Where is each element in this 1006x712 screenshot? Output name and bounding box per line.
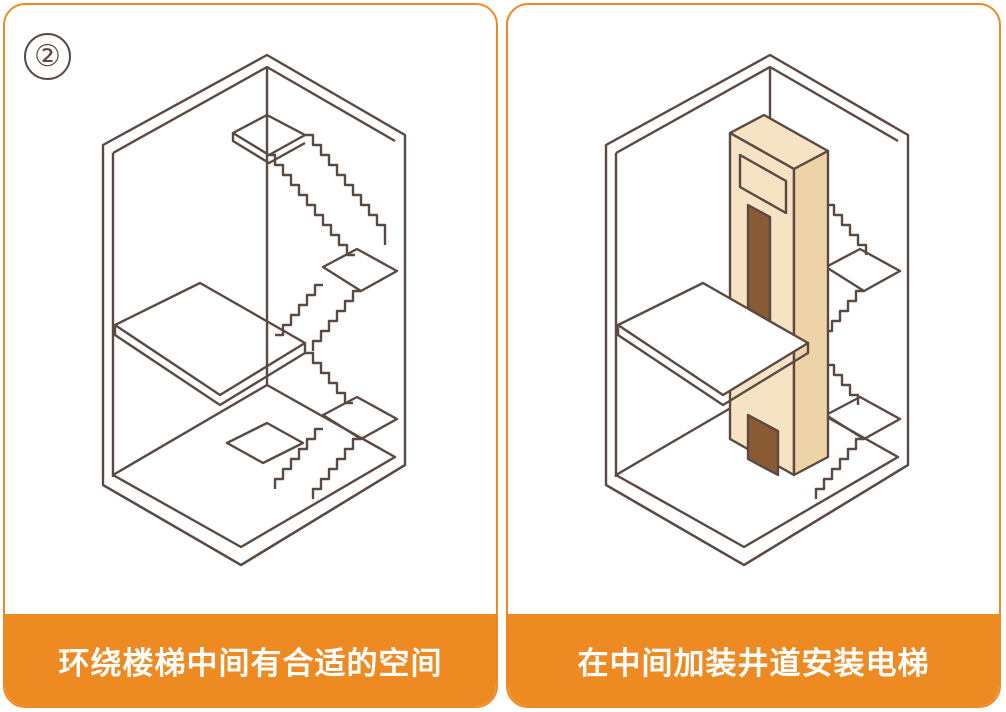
building-frame	[101, 53, 407, 567]
frame-inner-top	[112, 65, 396, 155]
top-landing-edge	[231, 133, 306, 165]
elevator-shaft	[728, 113, 830, 477]
base-slab-edge	[102, 463, 406, 567]
stair-flight-middle	[275, 283, 361, 351]
stair-flight-upper	[267, 133, 387, 257]
step-number-badge: ②	[24, 33, 71, 80]
right-landing-lower-r	[824, 395, 902, 441]
step-number: ②	[34, 38, 61, 74]
ground-floor	[111, 383, 397, 549]
elevator-door-upper	[746, 203, 772, 329]
building-outline	[101, 53, 407, 567]
elevator-door-lower	[746, 413, 780, 477]
right-caption-bar: 在中间加装井道安装电梯	[508, 614, 999, 706]
left-caption: 环绕楼梯中间有合适的空间	[58, 645, 443, 682]
stair-flights-right	[814, 203, 902, 499]
shaft-top-panel	[738, 153, 788, 215]
right-panel: 在中间加装井道安装电梯	[506, 3, 1001, 708]
shaft-side-face	[792, 149, 830, 477]
right-landing-lower	[321, 395, 399, 441]
right-landing-upper-r	[824, 247, 902, 293]
left-panel: ②	[3, 3, 498, 708]
floor-opening	[225, 421, 305, 465]
stairwell-illustration	[101, 53, 407, 567]
right-landing-upper	[321, 247, 399, 293]
elevator-illustration	[604, 53, 910, 567]
ground-floor-right	[614, 383, 900, 549]
middle-landing-right	[616, 281, 810, 407]
stair-flight-lower	[273, 351, 361, 499]
left-caption-bar: 环绕楼梯中间有合适的空间	[5, 614, 496, 706]
right-caption: 在中间加装井道安装电梯	[577, 645, 930, 682]
base-slab-edge-right	[605, 463, 909, 567]
middle-landing	[113, 281, 307, 397]
middle-landing-edge	[113, 325, 307, 407]
